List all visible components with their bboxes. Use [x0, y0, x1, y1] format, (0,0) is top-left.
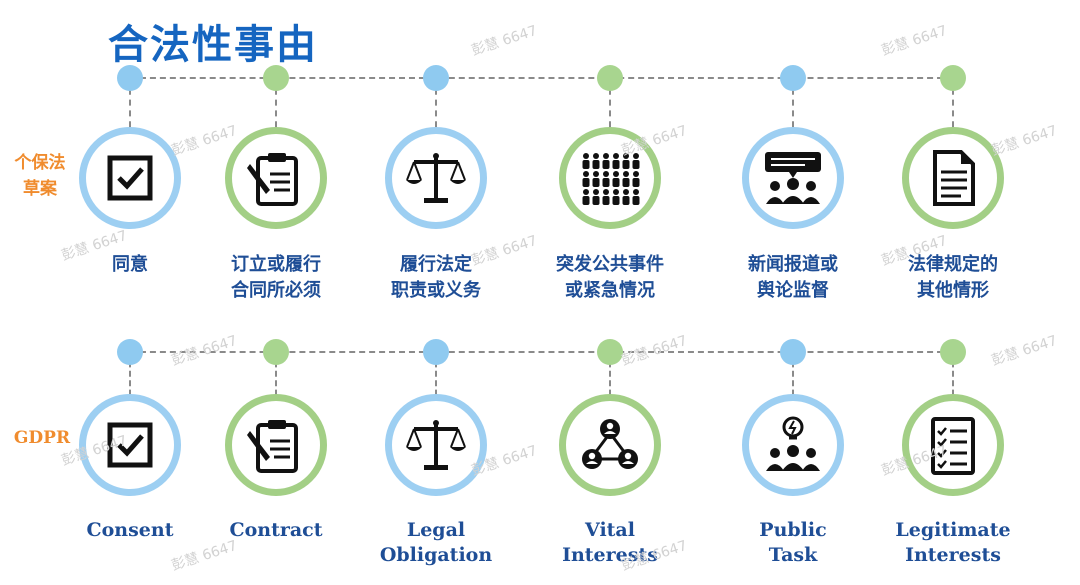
basis-label: 突发公共事件或紧急情况 — [520, 252, 700, 304]
basis-label-line: 合同所必须 — [231, 280, 321, 301]
connector-dashed-line — [435, 352, 437, 405]
timeline-dot — [117, 65, 143, 91]
people-network-icon — [578, 413, 642, 477]
icon-ring — [902, 127, 1004, 229]
connector-dashed-line — [275, 78, 277, 138]
watermark-text: 彭慧 6647 — [469, 22, 540, 60]
connector-dashed-line — [609, 352, 611, 405]
connector-dashed-line — [952, 78, 954, 138]
document-icon — [921, 146, 985, 210]
basis-label-line: 或紧急情况 — [565, 280, 655, 301]
basis-label-line: 新闻报道或 — [748, 254, 838, 275]
basis-label-line: Contract — [229, 519, 323, 541]
watermark-text: 彭慧 6647 — [169, 122, 240, 160]
side-label-pipl: 个保法 草案 — [14, 153, 66, 199]
timeline-dot — [263, 65, 289, 91]
basis-label-line: Consent — [86, 519, 174, 541]
basis-label-line: Obligation — [379, 544, 493, 566]
public-task-icon — [761, 413, 825, 477]
basis-label-line: 订立或履行 — [231, 254, 321, 275]
checkbox-icon — [98, 413, 162, 477]
watermark-text: 彭慧 6647 — [169, 332, 240, 370]
icon-ring — [742, 394, 844, 496]
basis-label: Consent — [40, 518, 220, 543]
timeline-dot — [597, 65, 623, 91]
basis-label-line: Interests — [905, 544, 1001, 566]
basis-label-line: Interests — [562, 544, 658, 566]
clipboard-pen-icon — [244, 413, 308, 477]
scales-icon — [404, 146, 468, 210]
connector-dashed-line — [792, 78, 794, 138]
timeline-dot — [780, 339, 806, 365]
connector-dashed-line — [609, 78, 611, 138]
news-speaker-icon — [761, 146, 825, 210]
basis-label: 履行法定职责或义务 — [346, 252, 526, 304]
watermark-text: 彭慧 6647 — [989, 332, 1060, 370]
icon-ring — [225, 394, 327, 496]
timeline-dot — [423, 65, 449, 91]
basis-label-line: Vital — [585, 519, 635, 541]
basis-label: 订立或履行合同所必须 — [186, 252, 366, 304]
timeline-dashed-line — [130, 77, 953, 79]
connector-dashed-line — [129, 352, 131, 405]
side-label-gdpr: GDPR — [13, 428, 71, 448]
icon-ring — [742, 127, 844, 229]
timeline-dot — [940, 65, 966, 91]
connector-dashed-line — [129, 78, 131, 138]
icon-ring — [385, 127, 487, 229]
timeline-dot — [780, 65, 806, 91]
basis-label: 新闻报道或舆论监督 — [703, 252, 883, 304]
basis-label: 法律规定的其他情形 — [863, 252, 1043, 304]
basis-label-line: 履行法定 — [400, 254, 472, 275]
scales-icon — [404, 413, 468, 477]
icon-ring — [559, 394, 661, 496]
icon-ring — [225, 127, 327, 229]
timeline-dot — [263, 339, 289, 365]
timeline-dot — [423, 339, 449, 365]
connector-dashed-line — [275, 352, 277, 405]
connector-dashed-line — [952, 352, 954, 405]
basis-label-line: 舆论监督 — [757, 280, 829, 301]
basis-label-line: 其他情形 — [917, 280, 989, 301]
icon-ring — [902, 394, 1004, 496]
watermark-text: 彭慧 6647 — [989, 122, 1060, 160]
timeline-dot — [597, 339, 623, 365]
icon-ring — [559, 127, 661, 229]
connector-dashed-line — [792, 352, 794, 405]
basis-label-line: Task — [768, 544, 818, 566]
icon-ring — [79, 394, 181, 496]
basis-label-line: Public — [759, 519, 827, 541]
timeline-dot — [117, 339, 143, 365]
crowd-icon — [578, 146, 642, 210]
basis-label: 同意 — [40, 252, 220, 278]
page-title: 合法性事由 — [108, 22, 318, 68]
icon-ring — [385, 394, 487, 496]
watermark-text: 彭慧 6647 — [879, 22, 950, 60]
basis-label-line: 同意 — [112, 254, 148, 275]
basis-label-line: Legal — [406, 519, 466, 541]
basis-label-line: Legitimate — [895, 519, 1011, 541]
timeline-dashed-line — [130, 351, 953, 353]
icon-ring — [79, 127, 181, 229]
basis-label: Contract — [186, 518, 366, 543]
checkbox-icon — [98, 146, 162, 210]
connector-dashed-line — [435, 78, 437, 138]
timeline-dot — [940, 339, 966, 365]
clipboard-pen-icon — [244, 146, 308, 210]
watermark-text: 彭慧 6647 — [619, 332, 690, 370]
basis-label-line: 法律规定的 — [908, 254, 998, 275]
basis-label-line: 职责或义务 — [391, 280, 481, 301]
checklist-icon — [921, 413, 985, 477]
basis-label-line: 突发公共事件 — [556, 254, 664, 275]
